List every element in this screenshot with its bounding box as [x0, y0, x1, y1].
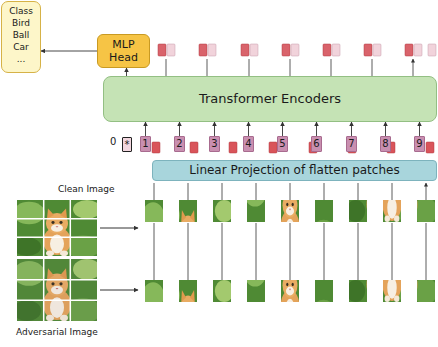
node-text: 5 [279, 138, 285, 150]
flow-arrow [179, 122, 180, 136]
flow-arrow [41, 51, 97, 52]
mlp-head-box: MLP Head [97, 34, 150, 68]
node-text: 6 [313, 138, 319, 150]
position-number: 0 [110, 136, 116, 147]
node-text: 4 [245, 138, 251, 150]
position-token-box: 5 [277, 136, 288, 152]
clean-image [13, 200, 101, 258]
output-tokens [158, 44, 436, 76]
flow-arrow [419, 122, 420, 136]
patch-wires [154, 183, 426, 280]
flow-arrow [385, 122, 386, 136]
flow-arrow [126, 68, 127, 76]
position-token-box: 6 [311, 136, 322, 152]
class-list-box: ClassBirdBallCar... [1, 1, 41, 73]
position-token-box: 7 [346, 136, 357, 152]
position-token-box: 2 [174, 136, 185, 152]
node-text: Linear Projection of flatten patches [189, 163, 399, 178]
node-text: Car [13, 41, 29, 53]
transformer-encoder-box: Transformer Encoders [103, 76, 437, 122]
flow-arrow [248, 122, 249, 136]
node-text: 7 [348, 138, 354, 150]
node-text: 1 [142, 138, 148, 150]
position-token-box: 8 [380, 136, 391, 152]
flow-arrow [282, 122, 283, 136]
image-caption: Adversarial Image [16, 327, 98, 337]
position-token-box: 1 [140, 136, 151, 152]
patch-embeddings [152, 142, 434, 153]
node-text: 8 [382, 138, 388, 150]
node-text: 3 [211, 138, 217, 150]
position-token-box: 3 [209, 136, 220, 152]
position-token-box: 9 [414, 136, 425, 152]
flow-arrow [214, 122, 215, 136]
node-text: 2 [176, 138, 182, 150]
node-text: 9 [416, 138, 422, 150]
flow-arrow [100, 290, 138, 291]
node-text: Transformer Encoders [199, 91, 341, 107]
node-text: MLP Head [102, 38, 145, 64]
flow-arrow [351, 122, 352, 136]
flow-arrow [145, 122, 146, 136]
image-caption: Clean Image [58, 184, 115, 194]
node-text: Bird [12, 17, 30, 29]
class-token-box: * [122, 137, 132, 152]
flow-arrow [100, 228, 138, 229]
node-text: Ball [13, 29, 30, 41]
adversarial-image [13, 259, 101, 323]
node-text: * [125, 139, 130, 150]
flow-arrow [316, 122, 317, 136]
node-text: ... [17, 53, 26, 65]
position-token-box: 4 [243, 136, 254, 152]
linear-projection-box: Linear Projection of flatten patches [152, 160, 437, 181]
node-text: Class [9, 5, 33, 17]
